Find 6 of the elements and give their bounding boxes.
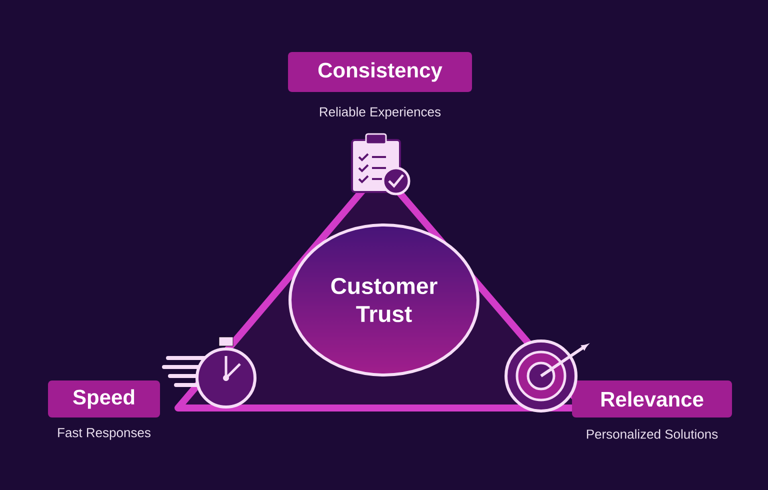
label-box: Speed	[48, 380, 160, 418]
label-box: Consistency	[288, 52, 472, 92]
caption-text: Personalized Solutions	[586, 429, 718, 439]
caption-text: Reliable Experiences	[320, 106, 441, 120]
caption-text: Fast Responses	[58, 428, 150, 440]
label-box: Relevance	[572, 380, 732, 418]
